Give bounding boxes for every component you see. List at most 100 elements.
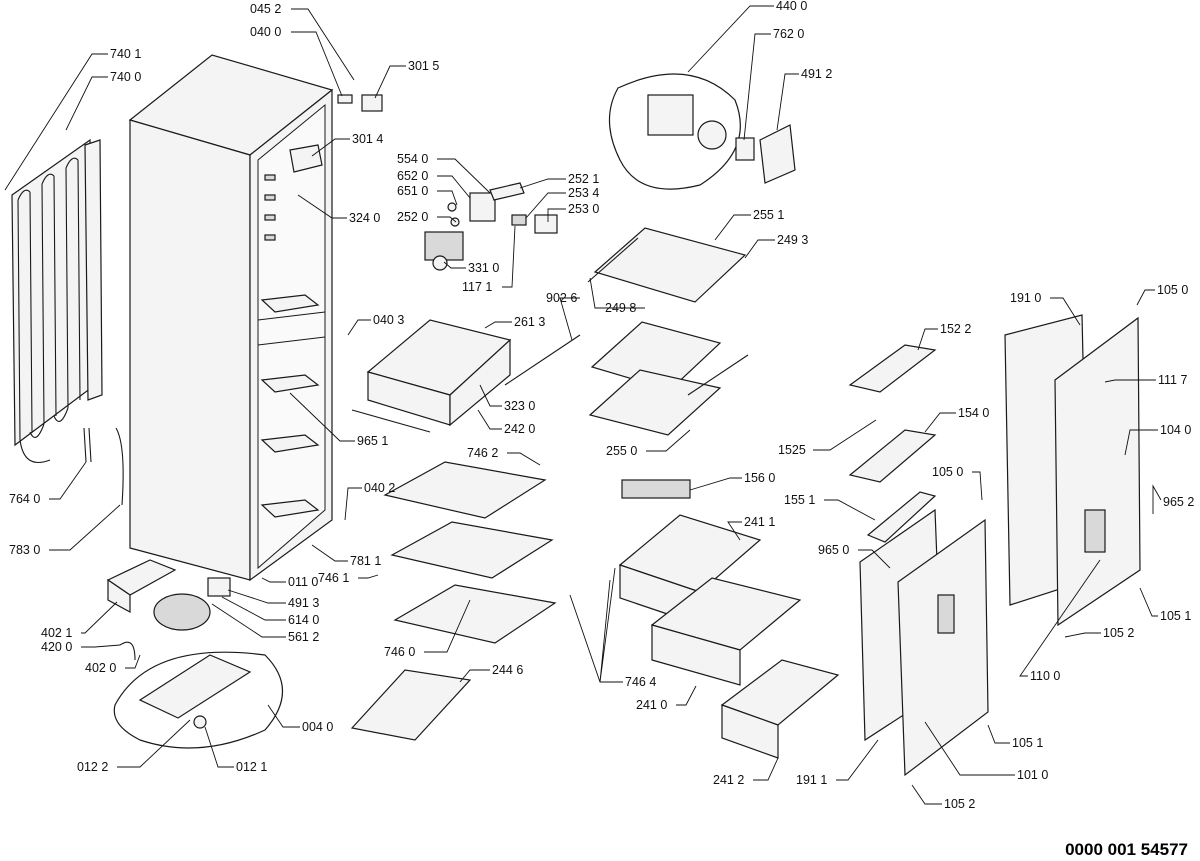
callout-label-420-0: 420 0 [41,640,72,654]
callout-label-105-0: 105 0 [1157,283,1188,297]
callout-label-105-1: 105 1 [1012,736,1043,750]
leader-420-0 [81,644,121,648]
leader-012-2 [117,719,191,768]
leader-402-0 [125,654,141,669]
leader-1525 [813,419,877,451]
leader-965-2 [1152,484,1162,514]
callout-label-652-0: 652 0 [397,169,428,183]
leader-902-6 [559,297,580,341]
callout-label-965-1: 965 1 [357,434,388,448]
freezer-drawers [618,514,840,759]
leader-253-4 [525,192,566,219]
sheet-244-6 [350,669,472,741]
callout-label-152-2: 152 2 [940,322,971,336]
callout-label-554-0: 554 0 [397,152,428,166]
callout-label-155-1: 155 1 [784,493,815,507]
leader-762-0 [743,33,771,141]
leader-111-7 [1104,379,1156,383]
callout-label-740-1: 740 1 [110,47,141,61]
leader-261-3 [484,321,512,329]
callout-label-965-0: 965 0 [818,543,849,557]
leader-255-1 [714,214,751,241]
callout-label-324-0: 324 0 [349,211,380,225]
callout-label-249-8: 249 8 [605,301,636,315]
leader-101-0 [924,721,1015,776]
leader-249-3 [744,239,775,259]
callout-label-040-2: 040 2 [364,481,395,495]
leader-491-3 [227,589,286,604]
callout-label-261-3: 261 3 [514,315,545,329]
leader-554-0 [437,158,491,194]
callout-label-191-1: 191 1 [796,773,827,787]
callout-label-154-0: 154 0 [958,406,989,420]
callout-label-105-1: 105 1 [1160,609,1191,623]
callout-label-004-0: 004 0 [302,720,333,734]
callout-label-040-0: 040 0 [250,25,281,39]
leader-105-2 [911,784,942,805]
leader-740-0 [65,76,108,131]
wire-shelves [383,461,557,644]
callout-label-740-0: 740 0 [110,70,141,84]
leader-965-1 [289,392,355,442]
callout-label-301-4: 301 4 [352,132,383,146]
callout-label-241-1: 241 1 [744,515,775,529]
callout-label-242-0: 242 0 [504,422,535,436]
leader-105-2 [1064,632,1101,638]
leader-614-0 [221,596,286,621]
leader-746-0 [424,599,471,653]
leader-255-0 [646,429,691,452]
callout-label-252-1: 252 1 [568,172,599,186]
callout-label-746-0: 746 0 [384,645,415,659]
callout-label-561-2: 561 2 [288,630,319,644]
leader-105-1 [987,724,1010,744]
leader-011-0 [261,577,286,583]
callout-label-012-2: 012 2 [77,760,108,774]
leader-045-2 [291,8,355,81]
pipe-783 [115,427,124,506]
callout-label-191-0: 191 0 [1010,291,1041,305]
leader-783-0 [49,504,121,551]
callout-label-255-0: 255 0 [606,444,637,458]
leader-191-1 [836,739,879,781]
callout-label-156-0: 156 0 [744,471,775,485]
leader-249-8 [589,277,645,309]
callout-label-783-0: 783 0 [9,543,40,557]
leader-331-0 [443,261,466,269]
callout-label-902-6: 902 6 [546,291,577,305]
cabinet-body [128,54,334,582]
leader-105-0 [1136,289,1155,306]
leader-324-0 [297,194,347,219]
callout-label-045-2: 045 2 [250,2,281,16]
leader-252-1 [519,178,566,189]
callout-label-491-3: 491 3 [288,596,319,610]
hinge-040-0 [337,94,353,104]
reference-number: 0000 001 54577 [1065,840,1188,859]
leader-740-1 [4,53,108,191]
leader-402-1 [81,601,118,634]
chiller-drawer [351,319,581,433]
leader-652-0 [437,175,471,199]
fan-assembly [608,73,796,190]
pipe-764 [83,427,92,463]
leader-241-1 [727,521,742,541]
leader-004-0 [267,704,300,728]
leader-156-0 [689,477,742,491]
leader-lines [4,5,1162,805]
part-illustrations [11,54,1141,777]
glass-shelves [587,227,749,436]
thermostat-group [424,182,558,271]
leader-301-5 [374,65,406,99]
callout-label-491-2: 491 2 [801,67,832,81]
leader-105-1 [1139,587,1158,617]
leader-154-0 [924,412,956,433]
leader-155-1 [824,499,876,521]
callout-label-402-1: 402 1 [41,626,72,640]
leader-110-0 [1019,559,1101,677]
callout-label-614-0: 614 0 [288,613,319,627]
leader-965-0 [858,549,891,569]
callout-label-762-0: 762 0 [773,27,804,41]
leader-012-1 [204,726,234,768]
callout-label-331-0: 331 0 [468,261,499,275]
callout-label-440-0: 440 0 [776,0,807,13]
